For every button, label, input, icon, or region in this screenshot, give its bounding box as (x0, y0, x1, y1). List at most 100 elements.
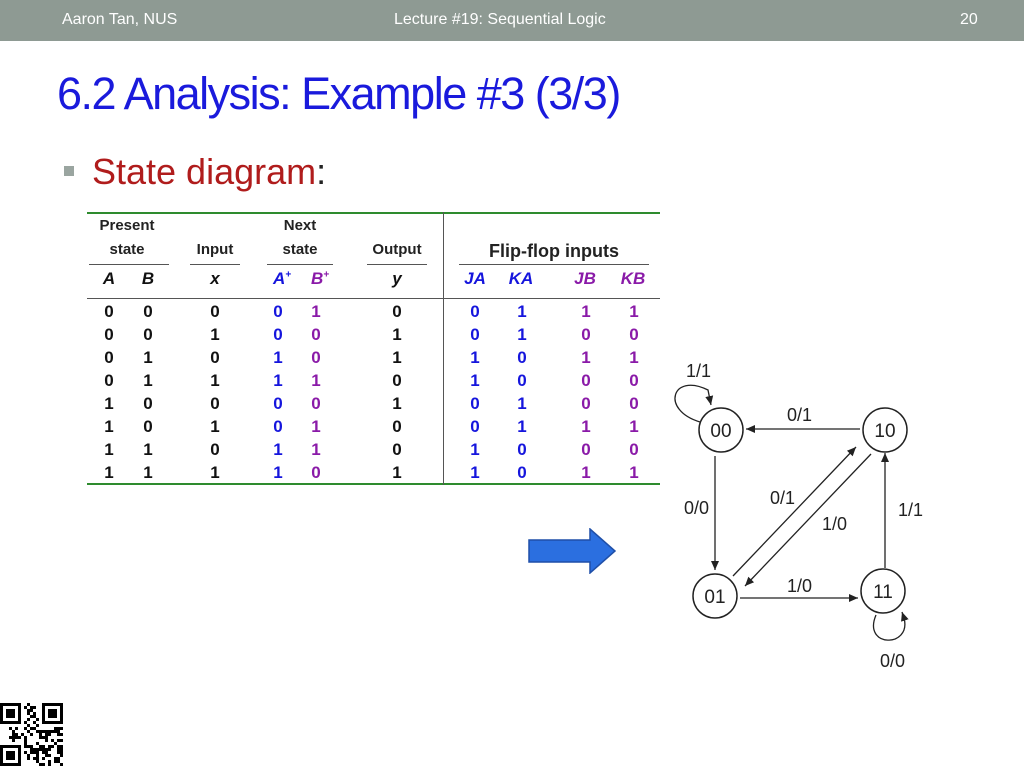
table-cell: 1 (104, 463, 114, 482)
table-cell: 0 (104, 371, 114, 390)
table-header-rule (87, 298, 660, 299)
table-cell: 1 (210, 325, 220, 344)
next-underline (267, 264, 333, 265)
header-next-state: state (282, 241, 318, 258)
table-cell: 0 (581, 440, 591, 459)
table-cell: 0 (392, 371, 402, 390)
table-cell: 0 (311, 394, 321, 413)
table-cell: 0 (629, 325, 639, 344)
table-cell: 1 (311, 417, 321, 436)
table-cell: 0 (470, 302, 480, 321)
table-cell: 1 (210, 463, 220, 482)
table-cell: 1 (517, 417, 527, 436)
state-table: Present state Input Next state Output Fl… (87, 212, 660, 487)
state-node-01 (692, 573, 738, 619)
col-a-plus-sup: + (285, 269, 292, 281)
table-cell: 1 (273, 371, 283, 390)
table-cell: 1 (210, 417, 220, 436)
header-flipflop-inputs: Flip-flop inputs (489, 241, 619, 261)
col-kb: KB (620, 269, 646, 288)
table-cell: 1 (470, 463, 480, 482)
bullet-square-icon (64, 166, 74, 176)
table-cell: 1 (392, 463, 402, 482)
table-cell: 0 (104, 325, 114, 344)
header-input: Input (196, 241, 234, 258)
edge-label-00-to-01: 0/0 (684, 498, 709, 518)
table-cell: 0 (210, 394, 220, 413)
input-underline (190, 264, 240, 265)
edge-label-01-to-10: 0/1 (770, 488, 795, 508)
table-cell: 0 (517, 440, 527, 459)
state-label-10: 10 (874, 421, 895, 442)
table-cell: 1 (470, 440, 480, 459)
header-author: Aaron Tan, NUS (62, 11, 178, 28)
table-cell: 1 (311, 440, 321, 459)
table-cell: 1 (273, 463, 283, 482)
header-page-number: 20 (960, 11, 978, 28)
present-underline (89, 264, 169, 265)
state-node-11 (860, 568, 906, 614)
table-cell: 0 (273, 394, 283, 413)
state-node-00 (698, 407, 744, 453)
table-cell: 0 (392, 302, 402, 321)
table-cell: 0 (470, 394, 480, 413)
table-cell: 0 (210, 302, 220, 321)
table-cell: 1 (273, 440, 283, 459)
table-cell: 1 (143, 463, 153, 482)
edge-self-00 (674, 384, 714, 423)
table-cell: 1 (581, 302, 591, 321)
col-b-plus: B+ (306, 269, 334, 289)
table-cell: 1 (104, 394, 114, 413)
output-underline (367, 264, 427, 265)
col-y: y (392, 269, 402, 288)
table-bottom-rule (87, 483, 660, 485)
table-cell: 1 (392, 394, 402, 413)
table-cell: 0 (273, 417, 283, 436)
bullet-text: State diagram: (92, 151, 326, 193)
col-jb: JB (574, 269, 596, 288)
header-output: Output (372, 241, 422, 258)
table-cell: 0 (143, 394, 153, 413)
state-label-00: 00 (710, 421, 731, 442)
col-b-plus-letter: B (310, 269, 324, 288)
table-cell: 1 (143, 348, 153, 367)
table-cell: 1 (311, 371, 321, 390)
table-cell: 1 (629, 463, 639, 482)
table-cell: 0 (517, 371, 527, 390)
edge-label-01-to-11: 1/0 (787, 576, 812, 596)
state-node-10 (862, 407, 908, 453)
table-cell: 1 (517, 302, 527, 321)
edge-self-11 (873, 611, 909, 641)
header-bar: Aaron Tan, NUS Lecture #19: Sequential L… (0, 0, 1024, 41)
table-cell: 0 (581, 371, 591, 390)
table-cell: 1 (143, 440, 153, 459)
table-cell: 0 (517, 348, 527, 367)
table-cell: 1 (392, 348, 402, 367)
header-lecture: Lecture #19: Sequential Logic (394, 11, 606, 28)
edge-label-self-11: 0/0 (880, 651, 905, 671)
table-cell: 1 (311, 302, 321, 321)
table-cell: 1 (629, 348, 639, 367)
table-cell: 0 (210, 348, 220, 367)
edge-label-10-to-00: 0/1 (787, 405, 812, 425)
table-cell: 1 (392, 325, 402, 344)
table-cell: 1 (517, 325, 527, 344)
table-top-rule (87, 212, 660, 214)
table-cell: 1 (517, 394, 527, 413)
col-ka: KA (508, 269, 534, 288)
table-cell: 1 (470, 371, 480, 390)
edge-label-10-to-01: 1/0 (822, 514, 847, 534)
table-cell: 1 (629, 417, 639, 436)
table-cell: 0 (104, 348, 114, 367)
table-cell: 0 (143, 302, 153, 321)
state-label-11: 11 (873, 582, 893, 603)
table-cell: 1 (470, 348, 480, 367)
table-cell: 0 (470, 417, 480, 436)
table-cell: 1 (629, 302, 639, 321)
table-cell: 0 (392, 440, 402, 459)
state-diagram: 00 10 01 11 1/1 0/1 0/0 0/1 1/0 1/1 1/0 … (674, 361, 923, 671)
table-cell: 0 (311, 348, 321, 367)
table-cell: 0 (143, 325, 153, 344)
qr-code-icon (0, 703, 63, 766)
table-cell: 0 (392, 417, 402, 436)
